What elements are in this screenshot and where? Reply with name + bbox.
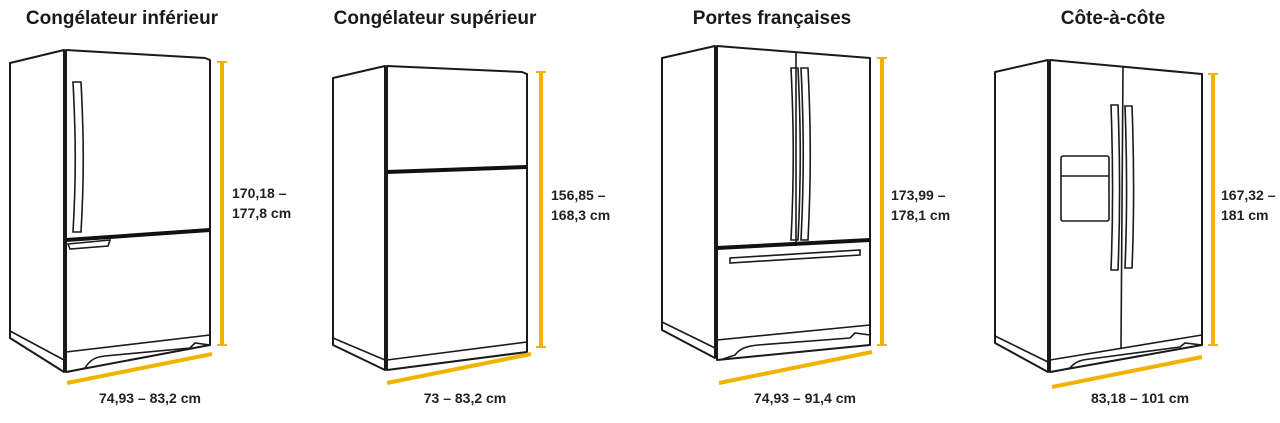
fridge-front (716, 45, 871, 361)
left-door-handle (790, 67, 802, 241)
height-label: 178,1 cm (891, 207, 950, 223)
fridge-side-by-side: Côte-à-côte 167,32 – 181 cm 83,18 – 101 … (994, 8, 1276, 406)
fridge-top-freezer: Congélateur supérieur 156,85 – 168,3 cm … (332, 8, 610, 406)
right-door-handle (1124, 105, 1135, 269)
width-label: 74,93 – 83,2 cm (99, 390, 201, 406)
base-grille (65, 334, 211, 373)
height-label: 170,18 – (232, 185, 287, 201)
drawer-handle (729, 249, 861, 264)
door-divider (716, 238, 871, 250)
water-dispenser (1060, 155, 1110, 222)
height-label: 167,32 – (1221, 187, 1276, 203)
fridge-side-panel (9, 49, 65, 373)
fridge-side-panel (661, 45, 716, 359)
base-grille (716, 324, 871, 361)
height-label: 177,8 cm (232, 205, 291, 221)
fridge-title: Congélateur inférieur (26, 8, 219, 29)
right-door-handle (800, 67, 812, 241)
fridge-front (386, 65, 528, 371)
door-divider (65, 228, 211, 242)
width-dimension-line (1051, 355, 1203, 389)
width-dimension-line (386, 352, 532, 385)
fridge-front (65, 49, 211, 373)
left-door-handle (1110, 104, 1121, 271)
base-grille (386, 341, 528, 361)
fridge-title: Congélateur supérieur (334, 8, 537, 29)
drawer-handle (66, 239, 112, 250)
width-label: 73 – 83,2 cm (424, 390, 507, 406)
fridge-french-doors: Portes françaises 173,99 – 178,1 cm 74,9… (661, 8, 950, 406)
door-divider (386, 165, 528, 174)
height-label: 168,3 cm (551, 207, 610, 223)
width-dimension-line (66, 352, 213, 385)
height-label: 156,85 – (551, 187, 606, 203)
height-label: 181 cm (1221, 207, 1268, 223)
fridge-title: Portes françaises (693, 8, 851, 29)
width-dimension-line (718, 350, 873, 385)
height-label: 173,99 – (891, 187, 946, 203)
door-split (1120, 66, 1124, 349)
door-handle (72, 81, 85, 233)
width-label: 74,93 – 91,4 cm (754, 390, 856, 406)
fridge-bottom-freezer: Congélateur inférieur 170,18 – 177,8 cm … (9, 8, 291, 406)
fridge-title: Côte-à-côte (1061, 8, 1166, 29)
width-label: 83,18 – 101 cm (1091, 390, 1189, 406)
base-grille (1049, 334, 1203, 373)
fridge-side-panel (994, 59, 1049, 373)
fridge-side-panel (332, 65, 386, 371)
